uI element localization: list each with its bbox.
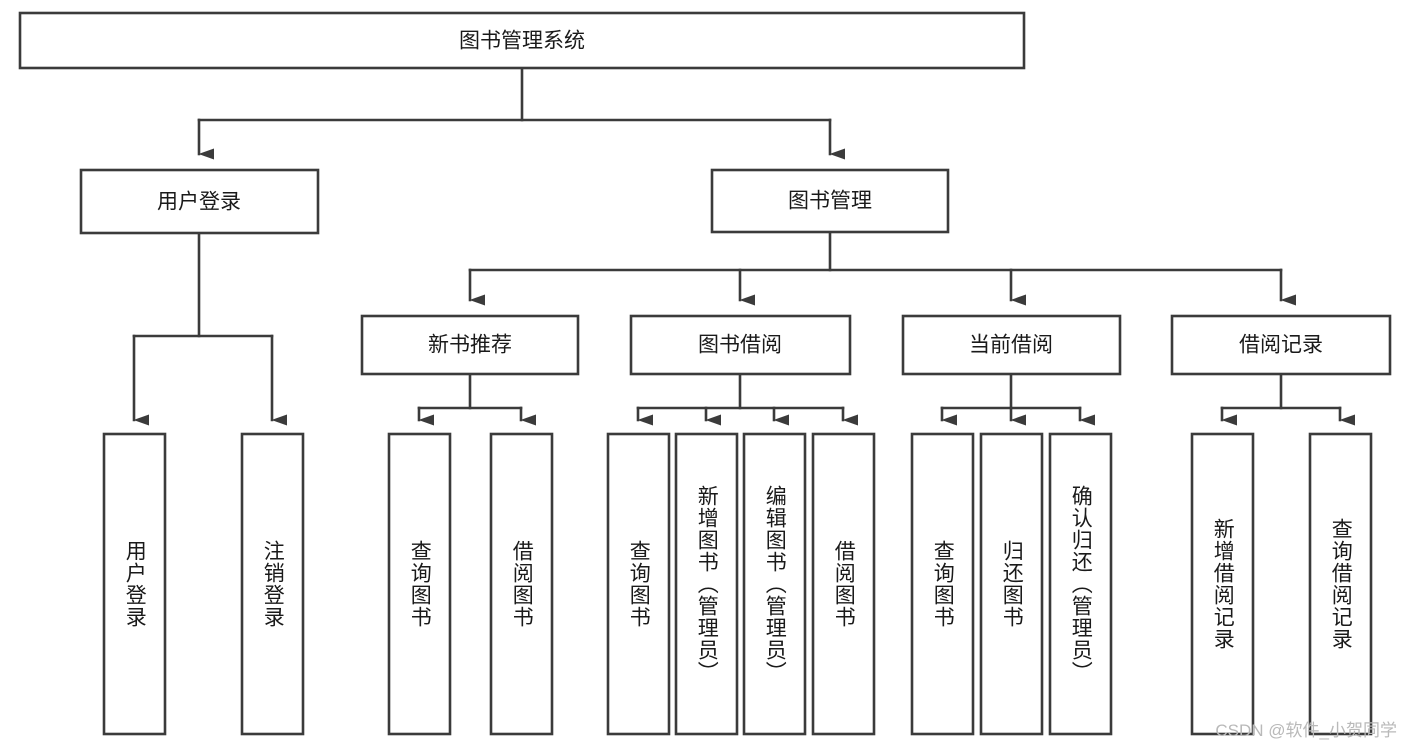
leaf-box-borrow-book-2[interactable]: [811, 432, 876, 736]
leaf-box-query-book-3[interactable]: [910, 432, 975, 736]
leaf-box-confirm-return-admin[interactable]: [1048, 432, 1113, 736]
node-box-borrow-record[interactable]: [1170, 314, 1392, 376]
leaf-box-query-borrow-record[interactable]: [1308, 432, 1373, 736]
connector-group-borrow-record: [1220, 372, 1355, 426]
connector-group-book-borrow: [636, 372, 858, 426]
node-box-book-borrow[interactable]: [629, 314, 852, 376]
leaf-box-query-book-1[interactable]: [387, 432, 452, 736]
leaf-box-add-book-admin[interactable]: [674, 432, 739, 736]
leaf-box-borrow-book-1[interactable]: [489, 432, 554, 736]
node-box-root[interactable]: [18, 11, 1026, 70]
connector-group-new-book: [417, 372, 536, 426]
node-label-new-book-recommend: 新书推荐: [428, 334, 512, 357]
node-label-book-management: 图书管理: [788, 190, 872, 213]
node-label-borrow-record: 借阅记录: [1239, 334, 1323, 357]
leaf-box-add-borrow-record[interactable]: [1190, 432, 1255, 736]
connector-group-current-borrow: [940, 372, 1095, 426]
node-box-current-borrow[interactable]: [901, 314, 1122, 376]
node-box-book-management[interactable]: [710, 168, 950, 234]
connector-group-root: [197, 66, 845, 160]
node-label-book-borrow: 图书借阅: [698, 334, 782, 357]
node-label-user-login: 用户登录: [157, 191, 241, 214]
connector-group-book-mgmt: [468, 230, 1296, 306]
leaf-box-return-book[interactable]: [979, 432, 1044, 736]
leaf-box-query-book-2[interactable]: [606, 432, 671, 736]
node-box-new-book-recommend[interactable]: [360, 314, 580, 376]
node-label-root: 图书管理系统: [459, 30, 585, 53]
leaf-box-user-login[interactable]: [102, 432, 167, 736]
node-label-current-borrow: 当前借阅: [969, 334, 1053, 357]
node-box-user-login[interactable]: [79, 168, 320, 235]
leaf-box-logout[interactable]: [240, 432, 305, 736]
leaf-box-edit-book-admin[interactable]: [742, 432, 807, 736]
connector-group-user-login: [132, 231, 287, 426]
